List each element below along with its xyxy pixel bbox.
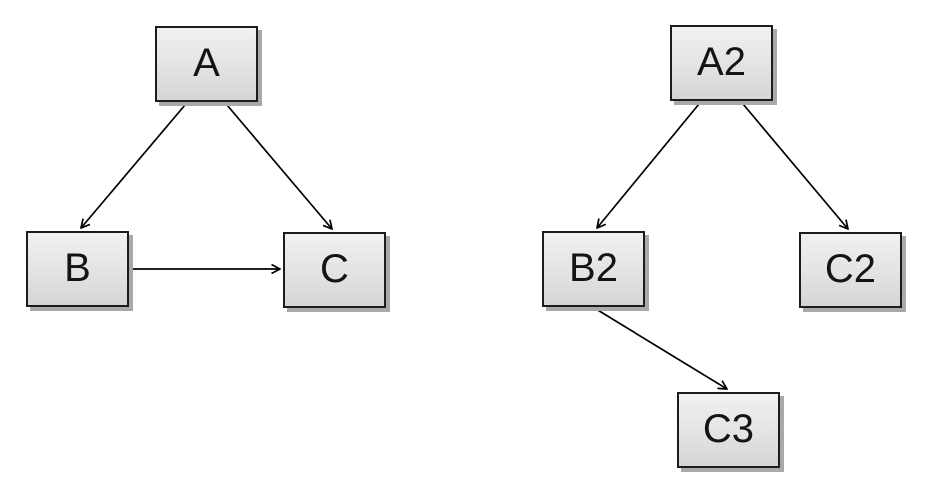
node-A-label: A [193,41,220,85]
node-C[interactable]: C [283,232,386,308]
edge-A-to-C[interactable] [226,104,332,229]
edge-B2-to-C3[interactable] [595,308,727,389]
node-A2-label: A2 [697,40,746,84]
node-A2[interactable]: A2 [670,25,773,101]
node-C3[interactable]: C3 [677,392,780,468]
node-C2-label: C2 [824,247,877,291]
node-B2[interactable]: B2 [542,231,645,307]
node-B2-label: B2 [569,246,618,290]
node-A[interactable]: A [155,26,258,102]
node-C-label: C [320,247,349,291]
node-B[interactable]: B [26,231,129,307]
node-B-label: B [64,246,91,290]
edge-A2-to-C2[interactable] [742,103,848,229]
edge-A-to-B[interactable] [81,104,186,228]
node-C2[interactable]: C2 [799,232,902,308]
edge-A2-to-B2[interactable] [597,103,700,228]
node-C3-label: C3 [702,407,755,451]
